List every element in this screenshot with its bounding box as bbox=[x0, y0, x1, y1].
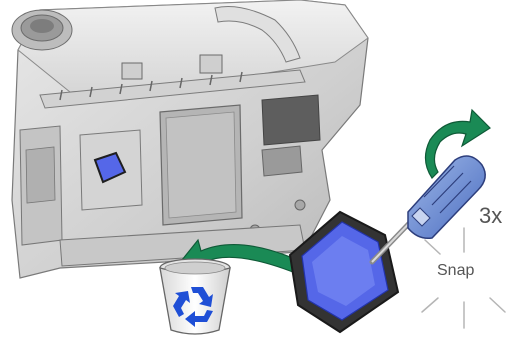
repeat-count-label: 3x bbox=[479, 203, 502, 229]
recycle-bin-icon bbox=[160, 259, 230, 334]
knob bbox=[12, 10, 72, 50]
snap-label: Snap bbox=[437, 262, 474, 280]
